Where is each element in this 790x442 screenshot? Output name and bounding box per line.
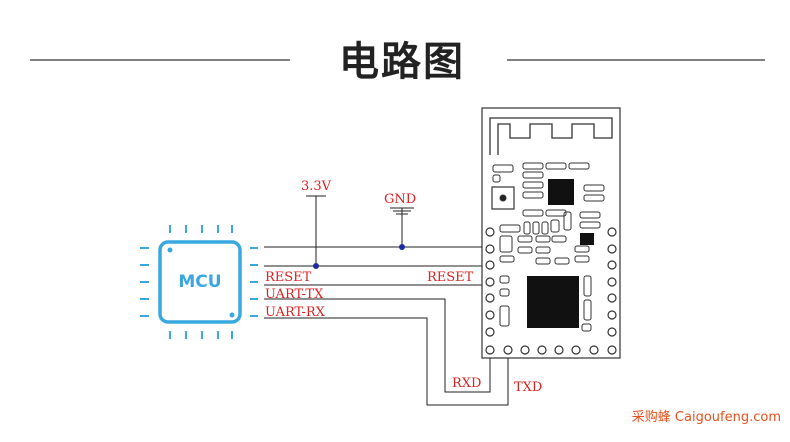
uart-tx-label: UART-TX [265, 287, 324, 302]
ground-symbol-icon [390, 207, 414, 215]
watermark: 采购蜂 Caigoufeng.com [632, 409, 781, 425]
uart-rx-label: UART-RX [265, 305, 326, 320]
txd-label: TXD [514, 380, 542, 395]
page-title: 电路图 [339, 39, 465, 85]
rxd-label: RXD [452, 376, 481, 391]
junction-gnd [399, 244, 405, 250]
module-pins [485, 227, 617, 355]
gnd-label: GND [384, 192, 416, 207]
mcu-label: MCU [178, 272, 221, 292]
wires [264, 195, 509, 406]
junction-vcc [313, 263, 319, 269]
module-ic-small [548, 179, 574, 205]
reset-mcu-label: RESET [265, 270, 312, 285]
reset-module-label: RESET [427, 270, 474, 285]
module-ic-main [527, 276, 579, 328]
module-led-pad [580, 233, 594, 245]
vcc-label: 3.3V [301, 179, 332, 194]
mcu-chip-icon [140, 225, 258, 339]
antenna-trace-icon [489, 117, 613, 155]
bluetooth-module [481, 107, 621, 359]
